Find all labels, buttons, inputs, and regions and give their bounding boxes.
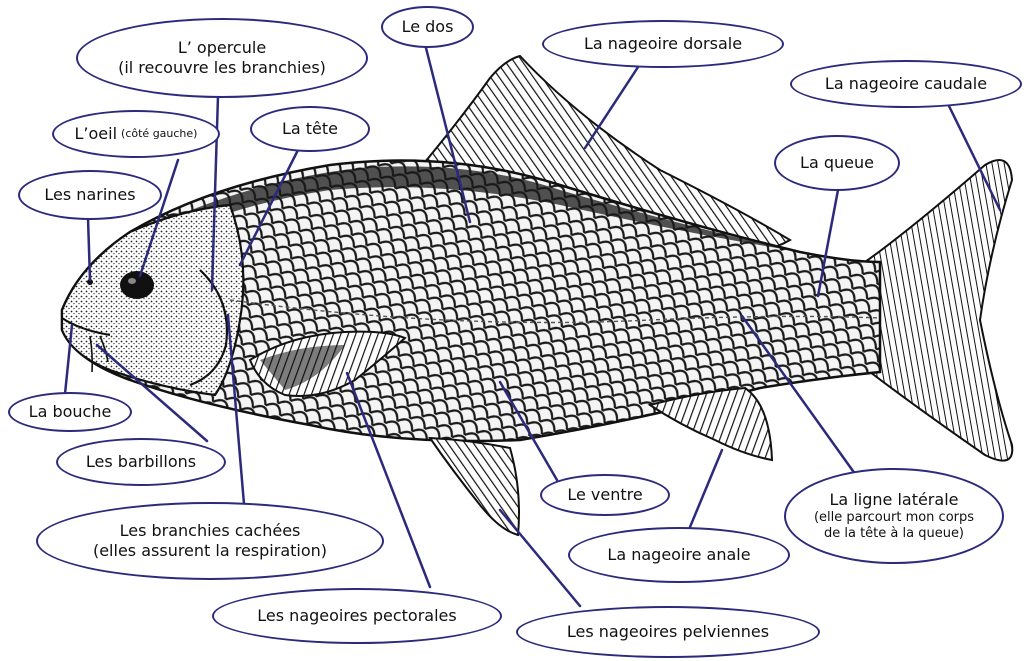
label-laterale-line3: de la tête à la queue) xyxy=(824,526,964,542)
label-pelviennes-text: Les nageoires pelviennes xyxy=(567,622,769,642)
label-narines: Les narines xyxy=(18,170,162,220)
leader-dorsale xyxy=(585,64,640,148)
label-dos-text: Le dos xyxy=(402,17,454,37)
label-opercule: L’ opercule (il recouvre les branchies) xyxy=(76,18,368,98)
label-dorsale-text: La nageoire dorsale xyxy=(584,34,742,54)
label-oeil-text: L’oeil xyxy=(75,124,118,144)
label-anale-text: La nageoire anale xyxy=(607,545,750,565)
label-tete: La tête xyxy=(250,106,370,152)
label-laterale-line1: La ligne latérale xyxy=(830,490,959,510)
label-caudale: La nageoire caudale xyxy=(790,60,1022,108)
label-barbillons: Les barbillons xyxy=(56,438,226,486)
label-dorsale: La nageoire dorsale xyxy=(542,20,784,68)
label-oeil-note: (côté gauche) xyxy=(121,127,197,141)
label-narines-text: Les narines xyxy=(44,185,135,205)
label-opercule-line2: (il recouvre les branchies) xyxy=(118,58,326,78)
fish-eye-shape xyxy=(120,271,154,299)
label-bouche: La bouche xyxy=(8,392,132,432)
label-oeil: L’oeil (côté gauche) xyxy=(52,110,220,158)
label-laterale-line2: (elle parcourt mon corps xyxy=(814,510,974,526)
label-queue-text: La queue xyxy=(800,153,874,173)
label-laterale: La ligne latérale (elle parcourt mon cor… xyxy=(784,468,1004,564)
label-ventre: Le ventre xyxy=(540,474,670,516)
label-branchies: Les branchies cachées (elles assurent la… xyxy=(36,502,384,580)
label-tete-text: La tête xyxy=(282,119,338,139)
label-anale: La nageoire anale xyxy=(568,527,790,583)
label-opercule-line1: L’ opercule xyxy=(178,38,266,58)
label-caudale-text: La nageoire caudale xyxy=(825,74,987,94)
label-ventre-text: Le ventre xyxy=(567,485,642,505)
label-branchies-line1: Les branchies cachées xyxy=(120,521,301,541)
leader-anale xyxy=(690,450,722,527)
label-pectorales-text: Les nageoires pectorales xyxy=(257,606,456,626)
label-branchies-line2: (elles assurent la respiration) xyxy=(93,541,327,561)
label-dos: Le dos xyxy=(381,6,474,48)
label-barbillons-text: Les barbillons xyxy=(86,452,196,472)
label-bouche-text: La bouche xyxy=(29,402,112,422)
caudal-fin-shape xyxy=(865,160,1012,461)
label-pelviennes: Les nageoires pelviennes xyxy=(516,606,820,658)
pelvic-fin-shape xyxy=(430,438,519,535)
label-pectorales: Les nageoires pectorales xyxy=(212,588,502,644)
label-queue: La queue xyxy=(774,135,900,191)
